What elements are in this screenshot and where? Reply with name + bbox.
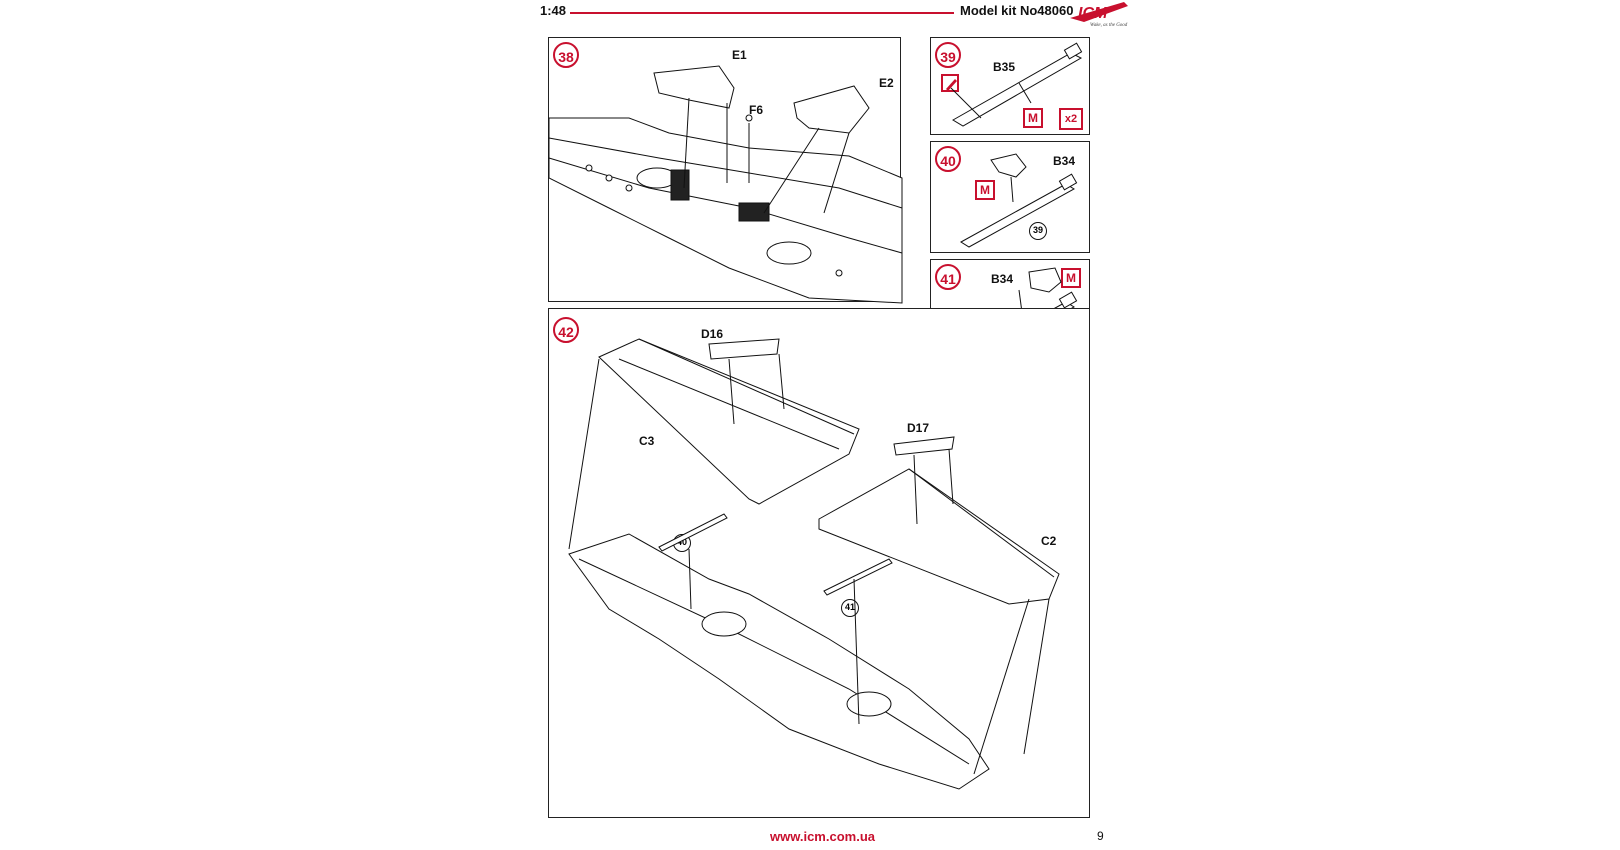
part-c2-label: C2	[1041, 534, 1057, 548]
page-number: 9	[1097, 829, 1104, 843]
part-e2-label: E2	[879, 76, 894, 90]
metal-mark: M	[1023, 108, 1043, 128]
footer-url[interactable]: www.icm.com.ua	[770, 829, 875, 844]
part-f6-label: F6	[749, 103, 764, 117]
step-39-number: 39	[935, 42, 961, 68]
step-39-panel: 39 B35 M x2	[930, 37, 1090, 135]
step-38-drawing	[548, 65, 903, 304]
logo-tagline: Wake, as the Good	[1090, 23, 1128, 28]
step-42-panel: 42 D16 C3 D17 C2 40 41	[548, 308, 1090, 818]
quantity-mark: x2	[1059, 108, 1083, 130]
step-40-panel: 40 B34 M 39	[930, 141, 1090, 253]
metal-mark: M	[1061, 268, 1081, 288]
paint-icon	[941, 74, 959, 92]
part-b34-label: B34	[1053, 154, 1076, 168]
step-ref-39: 39	[1029, 222, 1047, 240]
kit-number: Model kit No48060	[960, 3, 1074, 18]
header-rule	[570, 12, 954, 14]
logo-brand: ICM	[1078, 5, 1108, 22]
part-d16-label: D16	[701, 327, 724, 341]
wing-assembly-drawing	[568, 338, 1060, 790]
step-38-number: 38	[553, 42, 579, 68]
part-c3-label: C3	[639, 434, 655, 448]
icm-logo: ICM Wake, as the Good	[1064, 0, 1134, 28]
gun-barrel-drawing	[950, 42, 1083, 127]
gun-assembly-drawing	[960, 153, 1078, 248]
step-41-number: 41	[935, 264, 961, 290]
metal-mark: M	[975, 180, 995, 200]
part-e1-label: E1	[732, 48, 747, 62]
part-b34-label: B34	[991, 272, 1014, 286]
part-d17-label: D17	[907, 421, 930, 435]
step-40-number: 40	[935, 146, 961, 172]
step-42-number: 42	[553, 317, 579, 343]
step-38-panel: 38 E1 E2 F6	[548, 37, 903, 304]
part-b35-label: B35	[993, 60, 1016, 74]
logo-swoosh	[1070, 2, 1128, 22]
scale-label: 1:48	[540, 3, 567, 18]
